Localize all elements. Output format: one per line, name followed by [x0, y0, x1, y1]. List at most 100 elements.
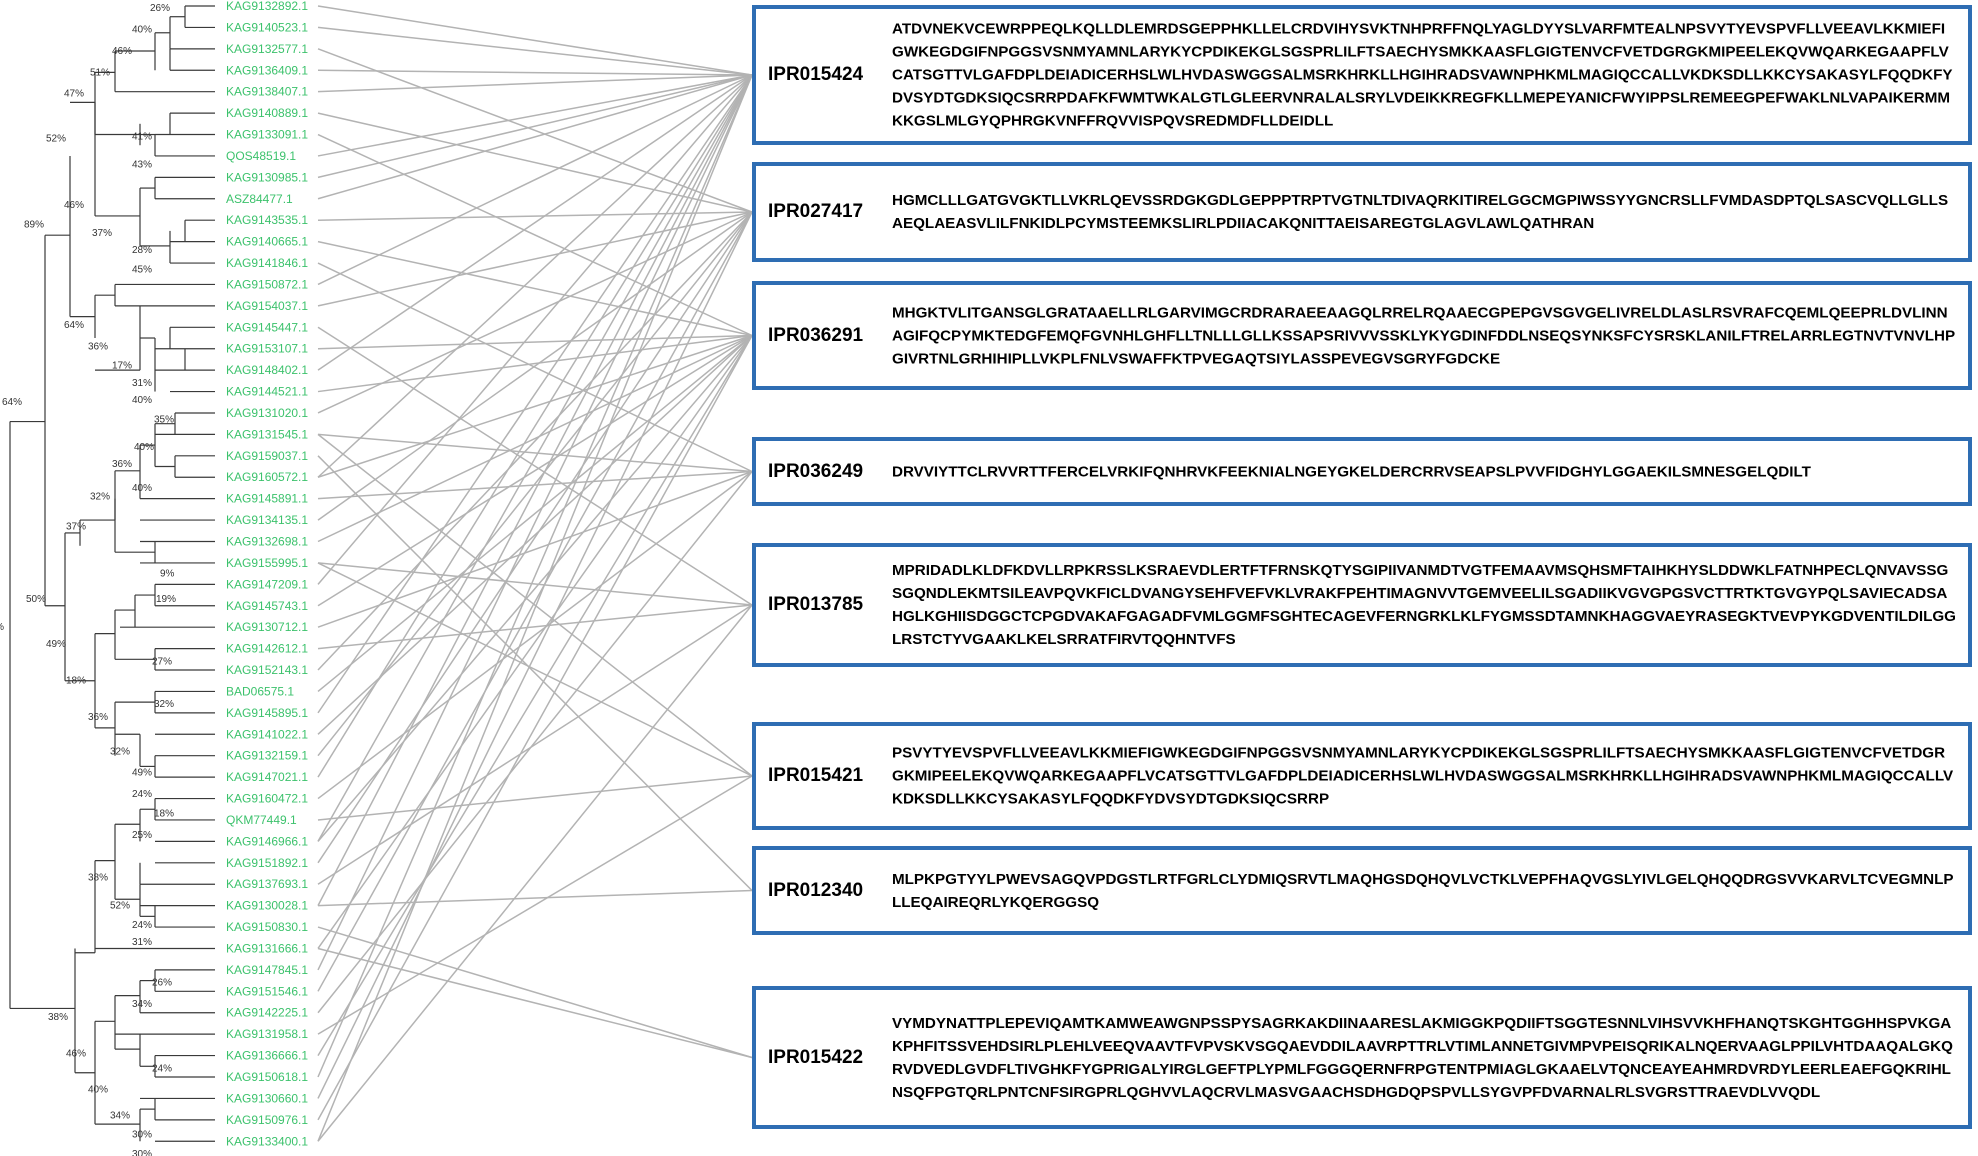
domain-sequence: MHGKTVLITGANSGLGRATAAELLRLGARVIMGCRDRARA… [892, 304, 1956, 367]
leaf-domain-link [317, 74, 753, 714]
leaf-domain-link [317, 74, 753, 971]
bootstrap-value: 27% [152, 656, 172, 667]
leaf-label: KAG9160472.1 [226, 792, 308, 806]
leaf-label: KAG9145447.1 [226, 320, 308, 334]
bootstrap-value: 36% [88, 712, 108, 723]
bootstrap-value: 64% [2, 397, 22, 408]
domain-id: IPR015421 [768, 765, 864, 786]
leaf-domain-link [317, 335, 753, 1056]
leaf-label: KAG9140889.1 [226, 106, 308, 120]
leaf-domain-link [317, 562, 753, 777]
bootstrap-value: 37% [92, 228, 112, 239]
leaf-label: KAG9150976.1 [226, 1113, 308, 1127]
leaf-domain-link [317, 470, 753, 800]
bootstrap-value: 18% [154, 808, 174, 819]
leaf-domain-link [317, 26, 753, 76]
leaf-label: QKM77449.1 [226, 813, 297, 827]
bootstrap-value: 36% [112, 459, 132, 470]
bootstrap-value: 89% [24, 219, 44, 230]
leaf-label: KAG9131958.1 [226, 1027, 308, 1041]
bootstrap-value: 43% [132, 159, 152, 170]
leaf-domain-link [317, 211, 753, 671]
bootstrap-value: 47% [64, 89, 84, 100]
leaf-domain-link [317, 889, 753, 907]
leaf-domain-link [317, 470, 753, 500]
leaf-label: KAG9150872.1 [226, 277, 308, 291]
leaf-domain-link [317, 211, 753, 414]
domain-sequence: MPRIDADLKLDFKDVLLRPKRSSLKSRAEVDLERTFTFRN… [892, 562, 1956, 648]
leaf-label: KAG9131020.1 [226, 406, 308, 420]
leaf-label: KAG9140523.1 [226, 20, 308, 34]
domain-id: IPR013785 [768, 594, 864, 615]
leaf-label: KAG9147209.1 [226, 577, 308, 591]
leaf-label: KAG9144521.1 [226, 385, 308, 399]
leaf-label: KAG9159037.1 [226, 449, 308, 463]
bootstrap-value: 30% [132, 1130, 152, 1141]
bootstrap-value: 32% [154, 699, 174, 710]
leaf-domain-link [317, 604, 753, 885]
leaf-domain-link [317, 211, 753, 521]
leaf-domain-link [317, 926, 753, 1059]
leaf-domain-link [317, 112, 753, 213]
bootstrap-value: 17% [112, 361, 132, 372]
domain-id: IPR015424 [768, 64, 864, 85]
leaf-label: KAG9145743.1 [226, 599, 308, 613]
leaf-domain-link [317, 775, 753, 1035]
leaf-domain-link [317, 74, 753, 371]
leaf-label: KAG9148402.1 [226, 363, 308, 377]
leaf-domain-link [317, 74, 753, 906]
bootstrap-value: 41% [132, 132, 152, 143]
leaf-label: KAG9154037.1 [226, 299, 308, 313]
leaf-domain-link [317, 562, 753, 606]
bootstrap-value: 31% [132, 378, 152, 389]
leaf-domain-link [317, 471, 753, 1014]
bootstrap-value: 71% [0, 622, 4, 633]
leaf-label: ASZ84477.1 [226, 192, 293, 206]
leaf-domain-link [317, 334, 753, 607]
bootstrap-value: 52% [46, 134, 66, 145]
bootstrap-value: 51% [90, 67, 110, 78]
leaf-label: KAG9146966.1 [226, 834, 308, 848]
bootstrap-value: 24% [152, 1063, 172, 1074]
bootstrap-value: 32% [110, 746, 130, 757]
leaf-domain-link [317, 69, 753, 76]
bootstrap-value: 49% [132, 768, 152, 779]
leaf-label: KAG9152143.1 [226, 663, 308, 677]
bootstrap-value: 26% [152, 978, 172, 989]
leaf-domain-link [317, 211, 753, 864]
leaf-label: QOS48519.1 [226, 149, 296, 163]
bootstrap-value: 52% [110, 900, 130, 911]
leaf-label: KAG9143535.1 [226, 213, 308, 227]
domain-sequence: HGMCLLLGATGVGKTLLVKRLQEVSSRDGKGDLGEPPPTR… [892, 192, 1949, 232]
leaf-label: KAG9131545.1 [226, 427, 308, 441]
leaf-domain-link [317, 74, 753, 157]
leaf-label: KAG9141846.1 [226, 256, 308, 270]
leaf-label: KAG9130712.1 [226, 620, 308, 634]
leaf-domain-link [317, 74, 753, 842]
bootstrap-value: 40% [132, 24, 152, 35]
tree-branches [9, 5, 215, 1142]
bootstrap-value: 49% [46, 639, 66, 650]
leaf-domain-link [317, 74, 753, 179]
leaf-domain-link [317, 5, 753, 76]
leaf-domain-link [317, 211, 753, 992]
leaf-domain-link [317, 74, 753, 1142]
leaf-domain-link [317, 604, 753, 650]
leaf-domain-link [317, 74, 753, 200]
leaf-domain-link [317, 326, 753, 606]
bootstrap-value: 9% [160, 568, 175, 579]
domain-sequence: VYMDYNATTPLEPEVIQAMTKAMWEAWGNPSSPYSAGRKA… [892, 1014, 1953, 1101]
leaf-label: KAG9153107.1 [226, 342, 308, 356]
leaf-label: KAG9150618.1 [226, 1070, 308, 1084]
bootstrap-value: 24% [132, 789, 152, 800]
leaf-domain-link [317, 604, 753, 1142]
leaf-label: KAG9151546.1 [226, 984, 308, 998]
leaf-domain-link [317, 455, 753, 892]
domain-sequence: DRVVIYTTCLRVVRTTFERCELVRKIFQNHRVKFEEKNIA… [892, 463, 1811, 480]
leaf-label: KAG9142612.1 [226, 642, 308, 656]
leaf-domain-link [317, 334, 753, 478]
leaf-label: KAG9155995.1 [226, 556, 308, 570]
bootstrap-value: 24% [132, 920, 152, 931]
